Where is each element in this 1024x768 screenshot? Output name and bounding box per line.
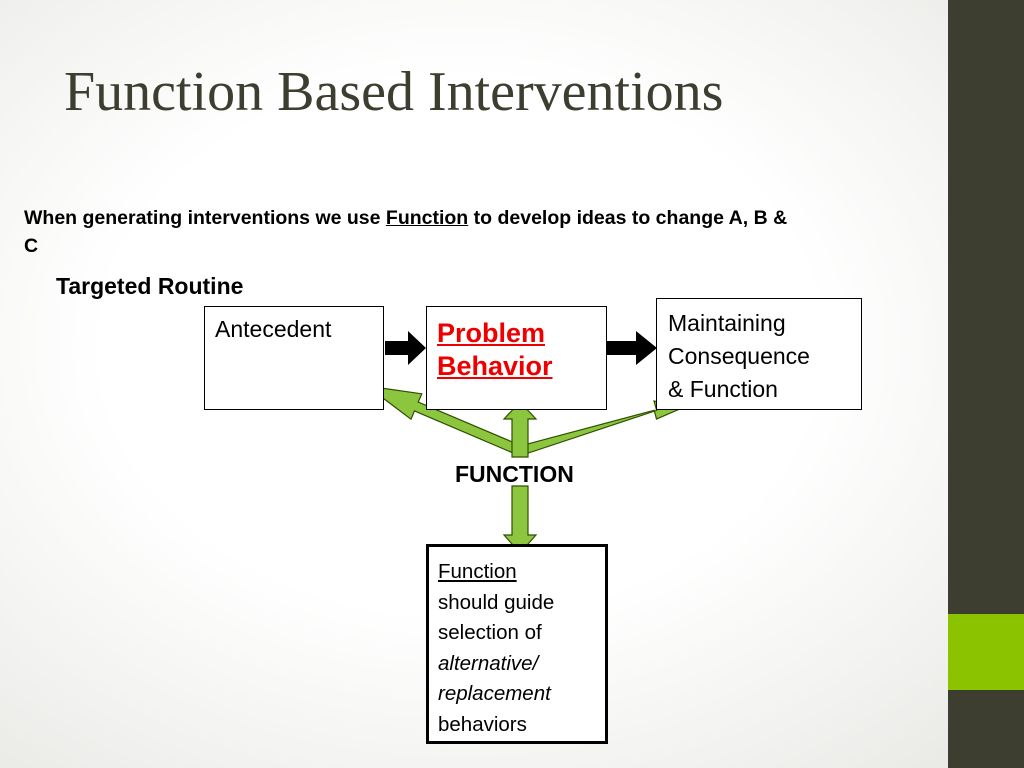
consequence-line-2: Consequence	[668, 343, 810, 369]
arrow-antecedent-to-behavior	[385, 331, 426, 365]
consequence-line-3: & Function	[668, 376, 778, 402]
consequence-box: Maintaining Consequence & Function	[656, 298, 862, 410]
intro-keyword: Function	[385, 207, 469, 229]
targeted-routine-label: Targeted Routine	[56, 273, 244, 299]
guide-line-1: Function	[438, 560, 517, 583]
green-arrow-down-to-guide	[502, 485, 538, 554]
guide-line-3: selection of	[438, 621, 542, 644]
intro-before: When generating interventions we use	[24, 207, 386, 229]
guide-line-2: should guide	[438, 590, 555, 614]
function-guide-box: Function should guide selection of alter…	[426, 544, 608, 744]
guide-line-6: behaviors	[438, 712, 527, 736]
problem-behavior-box: Problem Behavior	[426, 306, 607, 410]
function-label: FUNCTION	[455, 461, 574, 487]
green-arrow-to-behavior	[502, 401, 538, 458]
problem-label: Problem	[437, 318, 546, 348]
arrow-behavior-to-consequence	[607, 331, 657, 365]
antecedent-label: Antecedent	[215, 316, 332, 342]
intro-after: to develop ideas to change A, B & C	[24, 207, 788, 257]
sidebar-accent-square	[948, 614, 1024, 690]
behavior-label: Behavior	[437, 351, 553, 381]
antecedent-box: Antecedent	[204, 306, 384, 410]
guide-line-4: alternative/	[438, 651, 539, 675]
slide-title: Function Based Interventions	[64, 61, 724, 123]
intro-text: When generating interventions we use Fun…	[24, 204, 804, 260]
guide-line-5: replacement	[438, 682, 551, 705]
consequence-line-1: Maintaining	[668, 310, 786, 336]
